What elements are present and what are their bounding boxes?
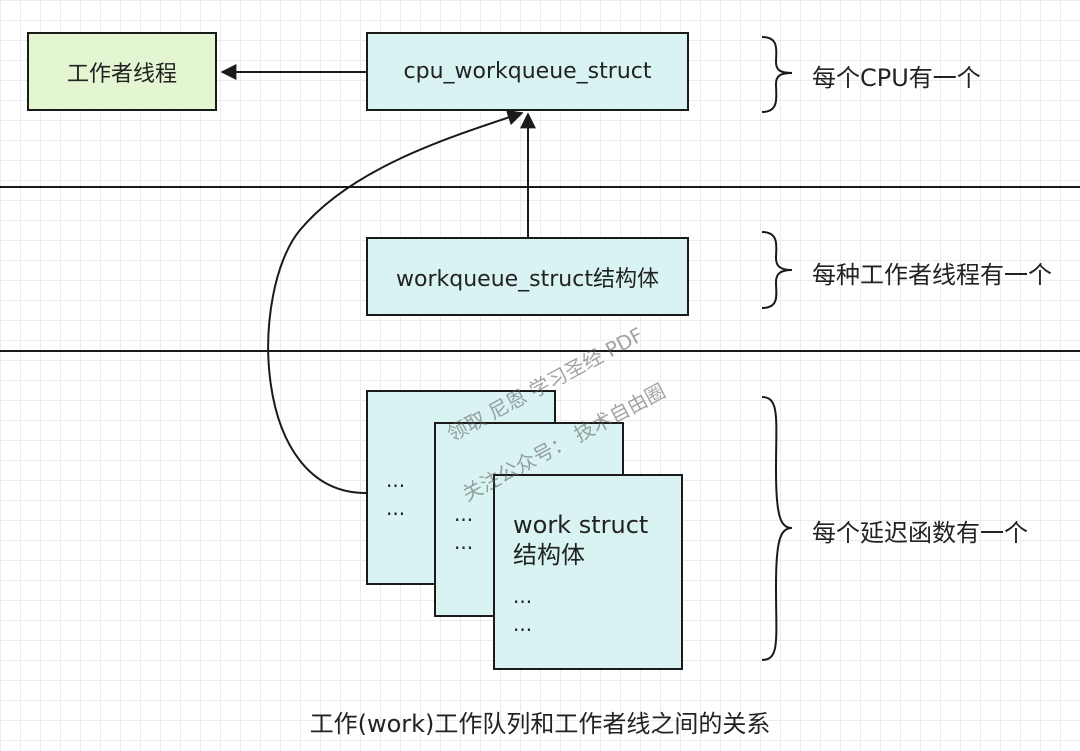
work-struct-title: work struct 结构体 [513,510,648,570]
note-per-cpu: 每个CPU有一个 [812,64,981,92]
ellipsis-text: ... [386,468,406,492]
workqueue-struct-label: workqueue_struct结构体 [396,266,659,292]
brace-middle [761,231,793,309]
note-per-deferred: 每个延迟函数有一个 [812,519,1028,547]
ellipsis-text: ... [513,584,533,608]
work-struct-title-line1: work struct [513,511,649,539]
work-struct-middle-dots: ... ... [454,500,473,556]
cpu-workqueue-struct-label: cpu_workqueue_struct [403,59,652,84]
ellipsis-text: ... [454,502,474,526]
workqueue-struct-box: workqueue_struct结构体 [366,237,689,316]
worker-thread-label: 工作者线程 [66,61,177,87]
arrow-work-to-cpu [267,109,524,494]
ellipsis-text: ... [513,612,533,636]
ellipsis-text: ... [386,496,406,520]
work-struct-title-line2: 结构体 [513,541,585,569]
note-per-worker: 每种工作者线程有一个 [812,261,1052,289]
work-struct-back-dots: ... ... [386,466,405,522]
cpu-workqueue-struct-box: cpu_workqueue_struct [366,32,689,111]
worker-thread-box: 工作者线程 [27,32,217,111]
ellipsis-text: ... [454,530,474,554]
diagram-caption: 工作(work)工作队列和工作者线之间的关系 [309,710,771,738]
brace-top [761,36,793,113]
work-struct-front-dots: ... ... [513,582,532,638]
brace-bottom [761,396,793,661]
work-struct-box-front: work struct 结构体 ... ... [493,474,683,670]
